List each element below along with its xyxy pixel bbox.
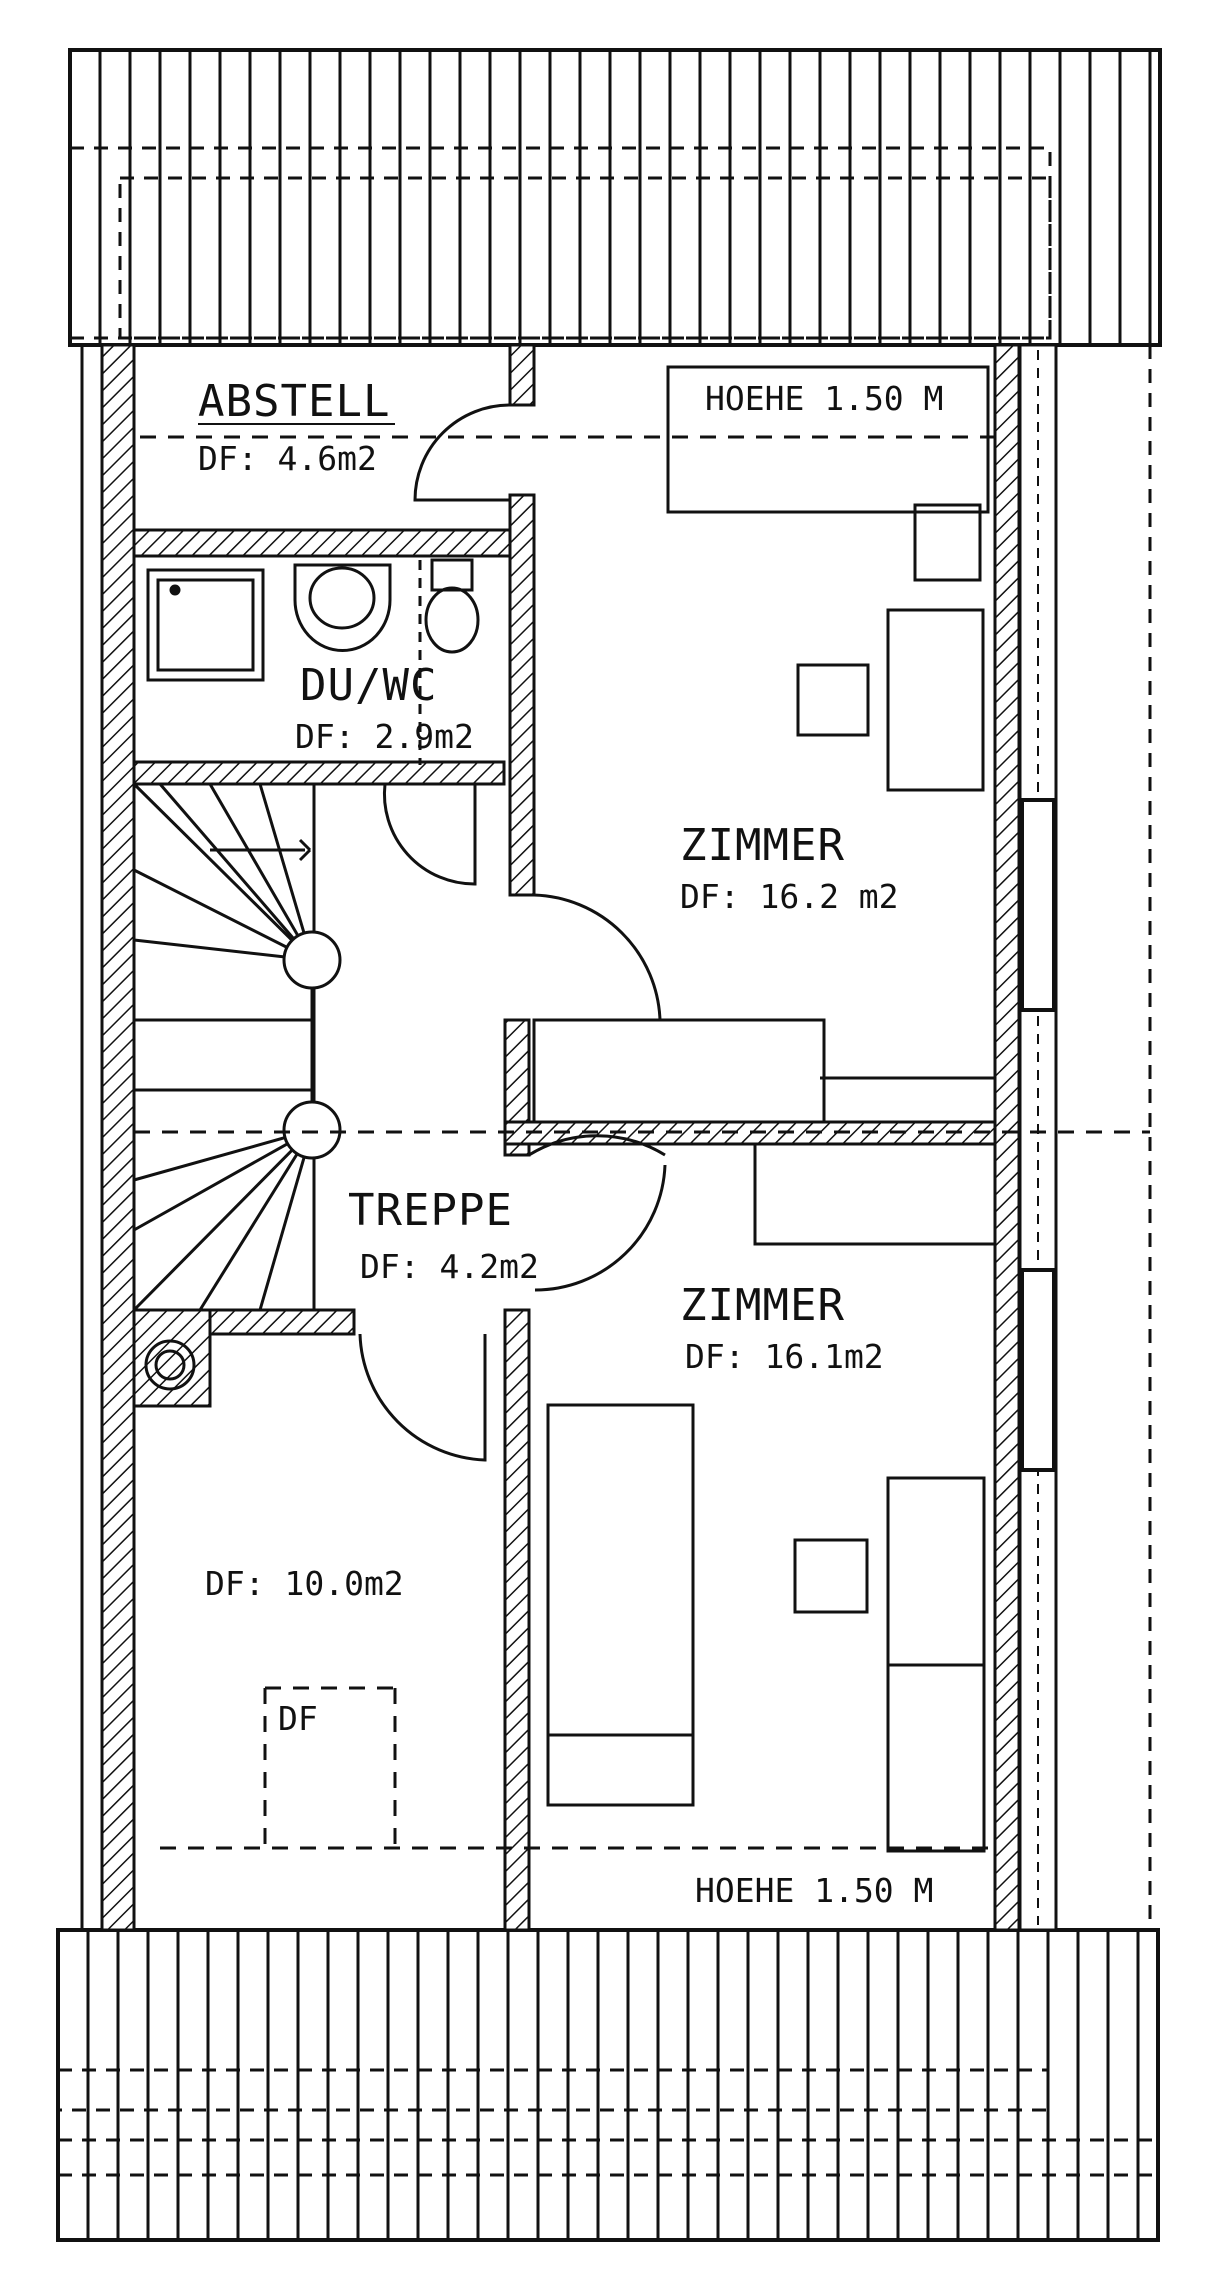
abstell-area: DF: 4.6m2 [198, 439, 377, 478]
stair-name: TREPPE [348, 1185, 513, 1236]
stair-area: DF: 4.2m2 [360, 1247, 539, 1286]
roof-top [68, 48, 1162, 347]
abstell-name: ABSTELL [198, 376, 390, 427]
roof-bottom [56, 1928, 1160, 2242]
roof-top-stripes [98, 50, 1152, 345]
height-note-top: HOEHE 1.50 M [705, 379, 943, 418]
room-lower-area: DF: 16.1m2 [685, 1337, 884, 1376]
room-lower-name: ZIMMER [680, 1280, 845, 1331]
lower-room-furniture [546, 1142, 997, 1853]
bath-name: DU/WC [300, 660, 437, 711]
room-upper-area: DF: 16.2 m2 [680, 877, 899, 916]
height-note-bottom: HOEHE 1.50 M [695, 1871, 933, 1910]
room-labels: ABSTELL DF: 4.6m2 HOEHE 1.50 M DU/WC DF:… [198, 376, 943, 1910]
room-upper-name: ZIMMER [680, 820, 845, 871]
bath-area: DF: 2.9m2 [295, 717, 474, 756]
doors [358, 403, 667, 1462]
upper-room-furniture [532, 365, 995, 1124]
interior-walls [132, 343, 997, 1932]
outer-walls [80, 343, 1021, 1932]
dashed-lines [134, 435, 1150, 1850]
staircase [132, 782, 342, 1391]
bathroom-fixtures [146, 558, 480, 765]
left-lower-area: DF: 10.0m2 [205, 1564, 404, 1603]
right-facade [1018, 343, 1152, 1932]
df-box-label: DF [278, 1699, 318, 1738]
roof-bottom-stripes [86, 1930, 1140, 2240]
